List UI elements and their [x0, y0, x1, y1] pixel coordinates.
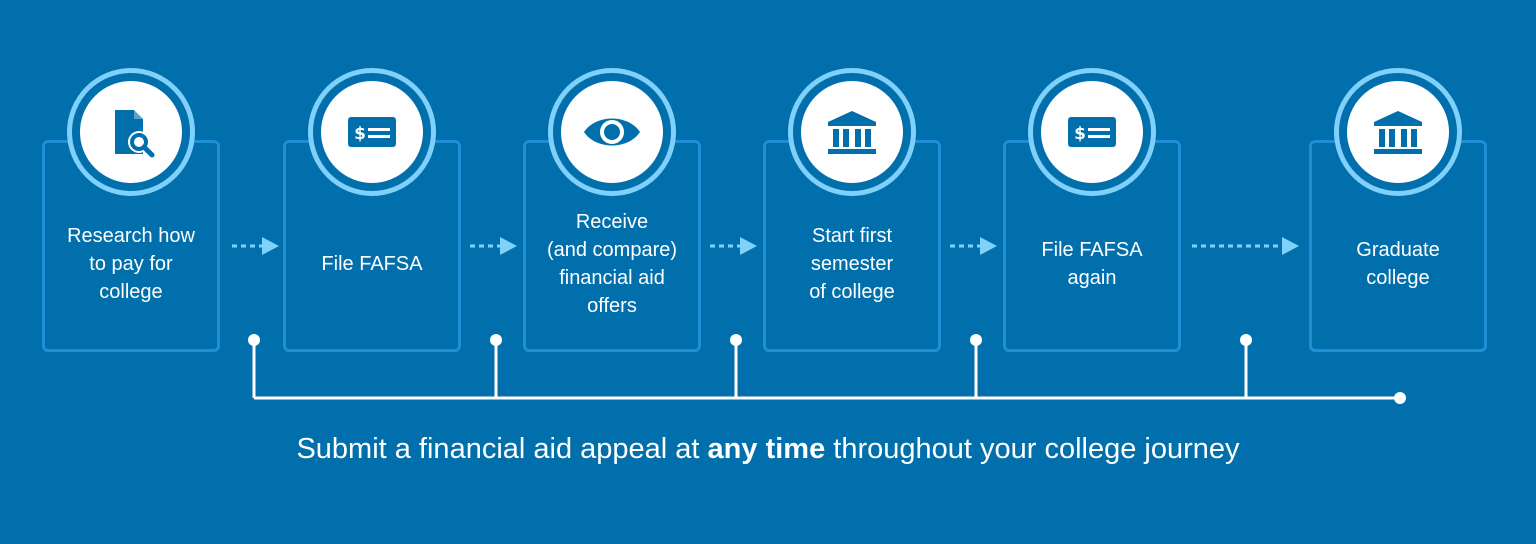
step-file-fafsa-again-circle: $: [1033, 73, 1151, 191]
flow-arrows: [232, 237, 1299, 255]
svg-text:$: $: [1074, 124, 1086, 144]
step-graduate-label: Graduate college: [1356, 239, 1440, 289]
step-receive-offers-circle: [553, 73, 671, 191]
step-start-semester-circle: [793, 73, 911, 191]
eye-icon: [584, 118, 640, 146]
step-file-fafsa-again-label: File FAFSA again: [1041, 239, 1143, 289]
svg-text:$: $: [354, 124, 366, 144]
arrow-start-to-fafsa-again: [950, 237, 997, 255]
timeline-end-dot: [1394, 392, 1406, 404]
appeal-note-emphasis: any time: [707, 433, 826, 465]
timeline-dot: [248, 334, 260, 346]
arrow-fafsa-to-receive: [470, 237, 517, 255]
step-graduate-circle: [1339, 73, 1457, 191]
step-research-label: Research how to pay for college: [67, 225, 195, 303]
check-money-icon: $: [348, 117, 396, 147]
arrow-receive-to-start: [710, 237, 757, 255]
appeal-note-text: Submit a financial aid appeal at: [296, 433, 708, 465]
timeline-dot: [730, 334, 742, 346]
appeal-note-text-end: throughout your college journey: [825, 433, 1240, 465]
check-money-icon: $: [1068, 117, 1116, 147]
appeal-timeline: [248, 334, 1406, 404]
step-file-fafsa-circle: $: [313, 73, 431, 191]
document-search-icon: [115, 110, 155, 158]
arrow-research-to-fafsa: [232, 237, 279, 255]
timeline-dot: [1240, 334, 1252, 346]
step-file-fafsa-label: File FAFSA: [321, 253, 423, 275]
institution-building-icon: [1374, 111, 1422, 154]
institution-building-icon: [828, 111, 876, 154]
step-research-box: Research how to pay for college: [42, 140, 220, 352]
timeline-dot: [490, 334, 502, 346]
step-start-semester-label: Start first semester of college: [809, 225, 895, 303]
step-research-circle: [72, 73, 190, 191]
timeline-dot: [970, 334, 982, 346]
appeal-note: Submit a financial aid appeal at any tim…: [0, 430, 1536, 468]
step-start-semester-box: Start first semester of college: [763, 140, 941, 352]
step-receive-offers-box: Receive (and compare) financial aid offe…: [523, 140, 701, 352]
step-receive-offers-label: Receive (and compare) financial aid offe…: [546, 211, 678, 317]
arrow-fafsa-again-to-graduate: [1192, 237, 1299, 255]
